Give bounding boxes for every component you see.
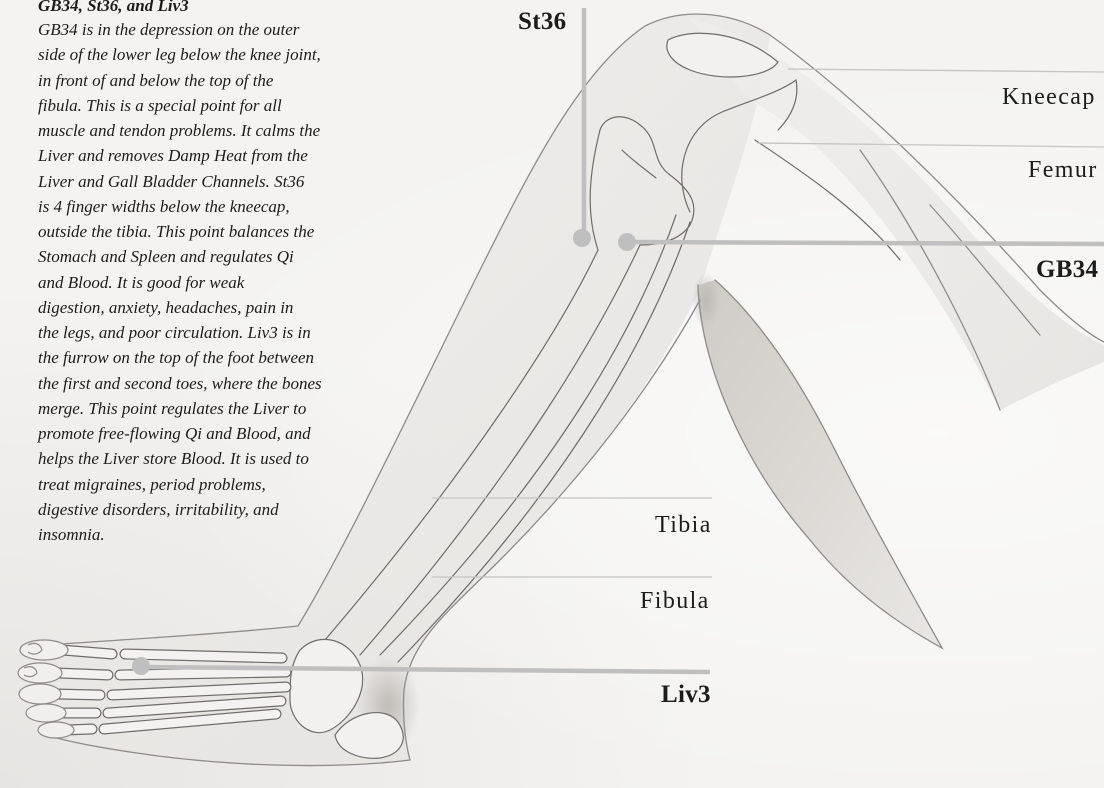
- description-line: the furrow on the top of the foot betwee…: [38, 345, 322, 370]
- gb34-label: GB34: [1036, 255, 1098, 285]
- description-line: Stomach and Spleen and regulates Qi: [38, 244, 322, 269]
- kneecap-label: Kneecap: [1002, 82, 1096, 112]
- description-line: side of the lower leg below the knee joi…: [38, 42, 322, 67]
- liv3-point-marker: [132, 657, 150, 675]
- description-line: the first and second toes, where the bon…: [38, 371, 322, 396]
- tibia-label: Tibia: [655, 510, 712, 540]
- description-line: outside the tibia. This point balances t…: [38, 219, 322, 244]
- kneecap-leader-line: [788, 69, 1104, 72]
- fibula-label: Fibula: [640, 586, 710, 616]
- description-line: digestion, anxiety, headaches, pain in: [38, 295, 322, 320]
- st36-label: St36: [518, 7, 566, 37]
- description-line: GB34 is in the depression on the outer: [38, 17, 322, 42]
- description-line: in front of and below the top of the: [38, 68, 322, 93]
- description-line: fibula. This is a special point for all: [38, 93, 322, 118]
- description-line: digestive disorders, irritability, and: [38, 497, 322, 522]
- description-line: the legs, and poor circulation. Liv3 is …: [38, 320, 322, 345]
- liv3-label: Liv3: [661, 680, 711, 710]
- description-line: is 4 finger widths below the kneecap,: [38, 194, 322, 219]
- toe-5: [38, 722, 74, 738]
- toe-3: [19, 684, 61, 704]
- description-line: muscle and tendon problems. It calms the: [38, 118, 322, 143]
- description-text: GB34 is in the depression on the outer s…: [38, 17, 322, 547]
- st36-point-marker: [573, 229, 591, 247]
- femur-leader-line: [757, 143, 1104, 147]
- femur-label: Femur: [1028, 155, 1098, 185]
- description-line: Liver and Gall Bladder Channels. St36: [38, 169, 322, 194]
- toe-1: [20, 640, 68, 660]
- toe-4: [26, 704, 66, 722]
- calf-shade: [698, 280, 942, 648]
- description-line: and Blood. It is good for weak: [38, 270, 322, 295]
- description-line: merge. This point regulates the Liver to: [38, 396, 322, 421]
- gb34-point-marker: [618, 233, 636, 251]
- toe-2: [18, 663, 62, 683]
- section-heading: GB34, St36, and Liv3: [38, 0, 189, 17]
- description-line: helps the Liver store Blood. It is used …: [38, 446, 322, 471]
- gb34-leader-line: [628, 242, 1104, 244]
- description-line: insomnia.: [38, 522, 322, 547]
- description-line: Liver and removes Damp Heat from the: [38, 143, 322, 168]
- description-line: promote free-flowing Qi and Blood, and: [38, 421, 322, 446]
- description-line: treat migraines, period problems,: [38, 472, 322, 497]
